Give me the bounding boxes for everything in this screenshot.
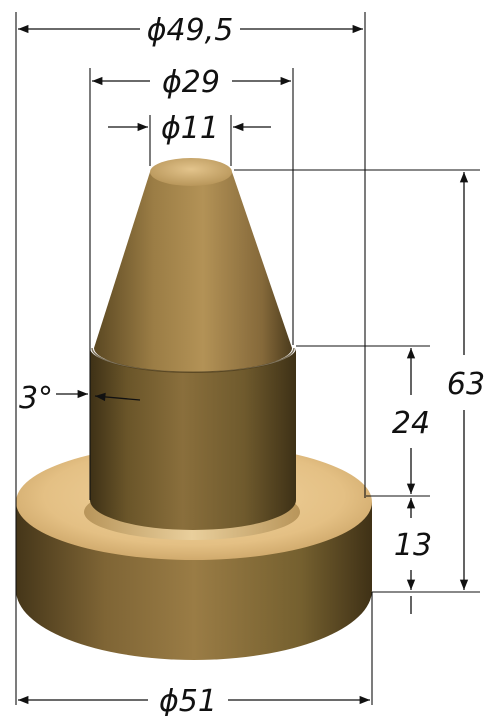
dim-height-cylinder: 24	[392, 406, 430, 441]
cylinder-body	[90, 348, 296, 530]
dim-taper-angle: 3°	[19, 381, 53, 416]
dim-height-total: 63	[447, 367, 485, 402]
cone-body	[94, 172, 292, 372]
dim-diameter-base: ϕ51	[159, 684, 217, 716]
part-model	[16, 158, 372, 660]
dim-height-base: 13	[394, 528, 432, 563]
dim-diameter-tip: ϕ11	[161, 111, 219, 146]
dimension-lines	[18, 24, 469, 705]
dim-diameter-cylinder: ϕ29	[162, 65, 220, 100]
extension-lines	[15, 12, 480, 705]
cone-tip	[150, 158, 232, 186]
dim-diameter-overall: ϕ49,5	[147, 13, 234, 48]
shoulder-edge	[91, 347, 295, 373]
